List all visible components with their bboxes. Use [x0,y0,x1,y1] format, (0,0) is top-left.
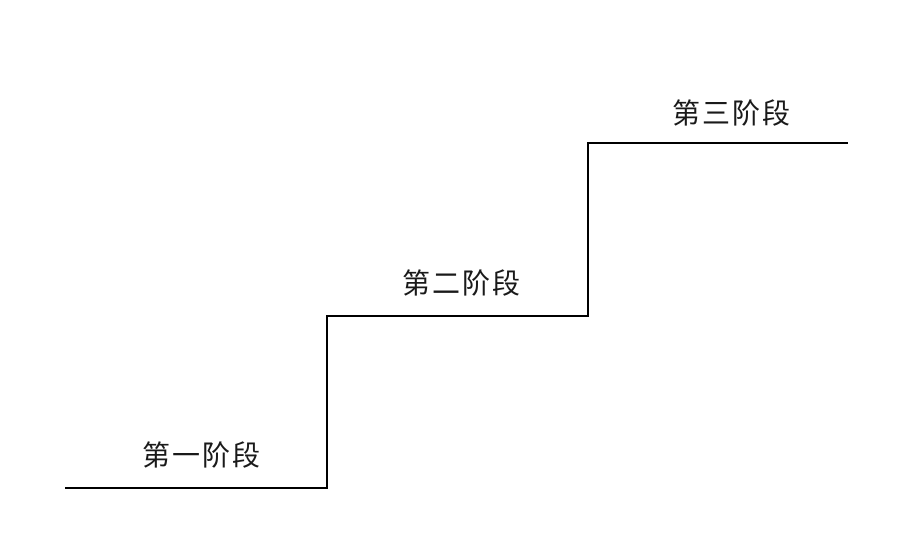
staircase-step-line [65,142,848,489]
stage-2-label: 第二阶段 [402,267,522,300]
stage-1-label: 第一阶段 [142,439,262,472]
stage-3-label: 第三阶段 [672,97,792,130]
